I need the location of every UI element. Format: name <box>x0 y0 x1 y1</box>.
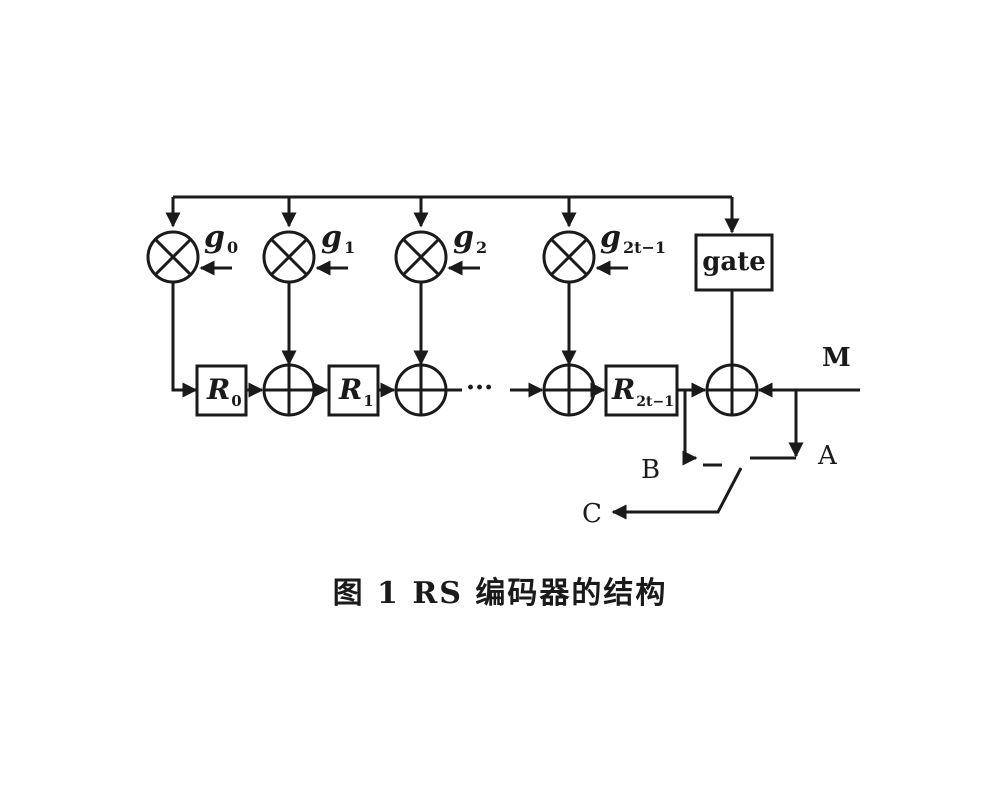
ellipsis: ··· <box>466 373 493 403</box>
wire-g0-to-r0 <box>171 282 198 398</box>
switch-to-c <box>611 467 743 520</box>
register-r2t1: R2t−1 <box>604 364 679 417</box>
label-c: C <box>582 499 602 529</box>
multiplier-g2t1 <box>542 230 596 284</box>
svg-text:R2t−1: R2t−1 <box>611 373 674 410</box>
label-a: A <box>817 441 838 471</box>
register-r1: R1 <box>327 364 380 417</box>
label-b: B <box>641 455 660 485</box>
multiplier-g2 <box>394 230 448 284</box>
multiplier-g1 <box>262 230 316 284</box>
adder-1 <box>262 363 316 417</box>
label-m: M <box>822 343 851 373</box>
svg-text:gate: gate <box>702 247 766 277</box>
svg-text:R1: R1 <box>338 373 374 410</box>
gate-box: gate <box>694 233 774 292</box>
wire-to-b <box>682 390 698 466</box>
adder-3 <box>542 363 596 417</box>
register-r0: R0 <box>195 364 248 417</box>
svg-text:R0: R0 <box>206 373 242 410</box>
adder-4 <box>705 363 759 417</box>
adder-2 <box>394 363 448 417</box>
figure-caption: 图 1 RS 编码器的结构 <box>332 576 668 611</box>
multiplier-g0 <box>146 230 200 284</box>
